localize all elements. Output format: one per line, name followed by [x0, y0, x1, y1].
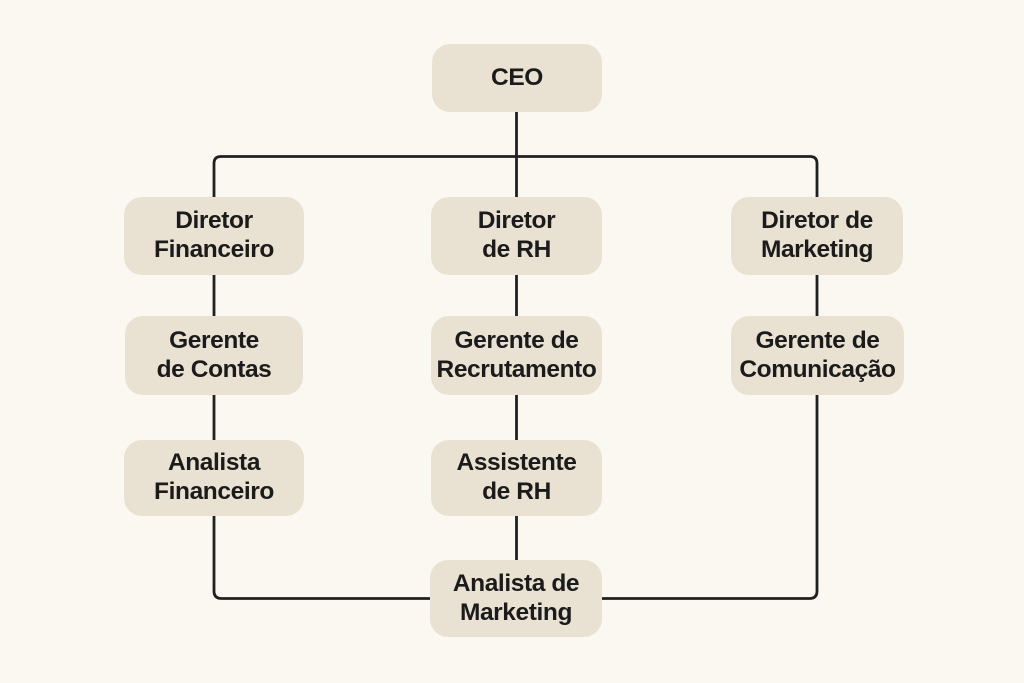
org-node-diretor-de-marketing: Diretor de Marketing: [731, 197, 903, 275]
org-node-diretor-de-rh: Diretor de RH: [431, 197, 602, 275]
org-node-assistente-de-rh: Assistente de RH: [431, 440, 602, 516]
org-node-analista-de-marketing: Analista de Marketing: [430, 560, 602, 637]
connector-left-column: [212, 200, 505, 600]
org-node-analista-financeiro: Analista Financeiro: [124, 440, 304, 516]
org-node-gerente-de-recrutamento: Gerente de Recrutamento: [431, 316, 602, 395]
connector-top-bar: [212, 155, 819, 205]
org-node-ceo: CEO: [432, 44, 602, 112]
org-node-gerente-de-contas: Gerente de Contas: [125, 316, 303, 395]
connector-right-column: [530, 200, 819, 600]
org-node-gerente-de-comunicacao: Gerente de Comunicação: [731, 316, 904, 395]
org-node-diretor-financeiro: Diretor Financeiro: [124, 197, 304, 275]
